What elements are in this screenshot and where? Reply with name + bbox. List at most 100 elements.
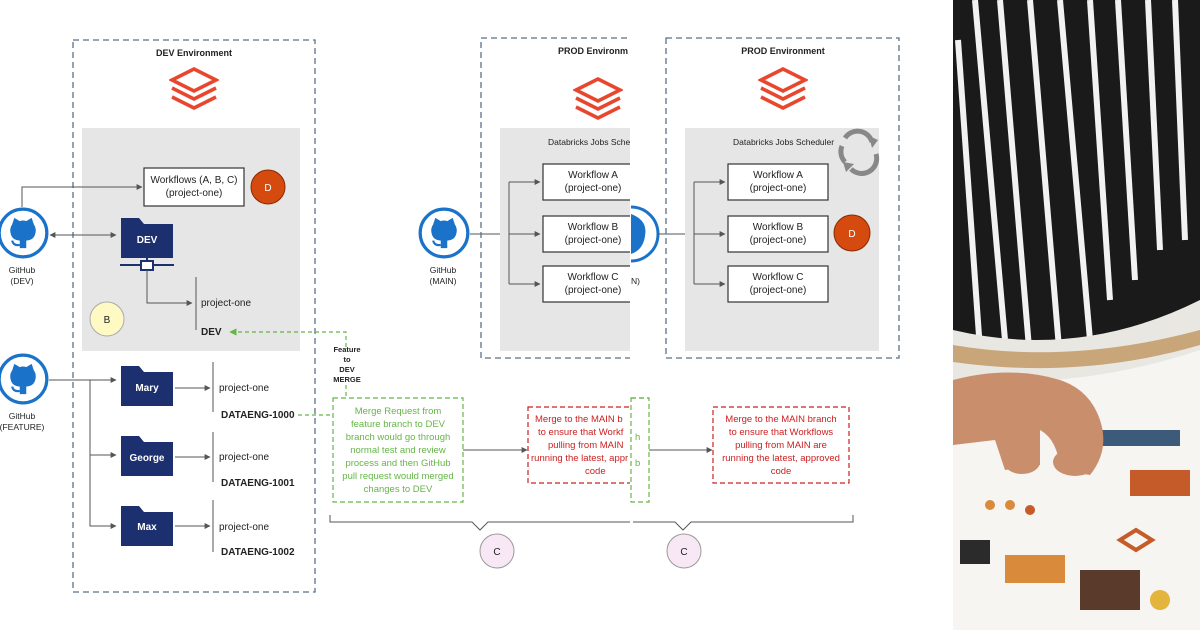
workflows-box-line-1: Workflows (A, B, C) bbox=[150, 175, 237, 186]
dev-environment: DEV Environment Workflows (A, B, C) (pro… bbox=[72, 39, 316, 593]
github-icon bbox=[418, 207, 470, 259]
prod-env-2-title: PROD Environment bbox=[741, 46, 825, 56]
prod-env-1-title: PROD Environm bbox=[558, 46, 628, 56]
github-icon bbox=[0, 207, 49, 259]
badge-c-2-label: C bbox=[680, 547, 687, 558]
merge-label: Feature to DEV MERGE bbox=[333, 345, 361, 384]
feature-branch-max[interactable]: Max project-one DATAENG-1002 bbox=[121, 500, 295, 558]
workflow-name: Workflow A bbox=[568, 170, 618, 181]
workflow-name: Workflow B bbox=[568, 222, 619, 233]
prod-1-note-line-4: running the latest, appr bbox=[531, 453, 628, 464]
prod-2-note-line-2: to ensure that Workflows bbox=[729, 427, 834, 438]
partial-overlap-layer: N) h b bbox=[630, 205, 660, 503]
merge-note-line-5: process and then GitHub bbox=[345, 458, 450, 469]
folder-label-george: George bbox=[129, 453, 164, 464]
workflow-name: Workflow C bbox=[753, 272, 804, 283]
prod-2-note-line-5: code bbox=[771, 466, 792, 477]
workflow-project: (project-one) bbox=[750, 285, 807, 296]
prod-1-workflow-c[interactable]: Workflow C (project-one) bbox=[542, 265, 643, 303]
merge-label-4: MERGE bbox=[333, 375, 361, 384]
prod-1-workflow-b[interactable]: Workflow B (project-one) bbox=[542, 215, 643, 253]
merge-label-2: to bbox=[343, 355, 350, 364]
prod-2-note-line-3: pulling from MAIN are bbox=[735, 440, 827, 451]
github-dev-label-1: GitHub bbox=[9, 265, 36, 275]
badge-b-label: B bbox=[104, 315, 111, 326]
merge-arrow bbox=[229, 328, 347, 347]
hand bbox=[953, 372, 1104, 476]
workflows-box-line-2: (project-one) bbox=[166, 188, 223, 199]
prod-1-workflow-a[interactable]: Workflow A (project-one) bbox=[542, 163, 643, 201]
dev-project-label: project-one bbox=[201, 298, 251, 309]
folder-label-max: Max bbox=[137, 522, 157, 533]
prod-2-workflow-b[interactable]: Workflow B (project-one) bbox=[727, 215, 829, 253]
merge-note-line-7: changes to DEV bbox=[364, 484, 433, 495]
network-icon bbox=[120, 258, 174, 271]
partial-note-char-1: h bbox=[635, 432, 640, 443]
badge-c-1 bbox=[479, 533, 515, 569]
prod-2-workflow-c[interactable]: Workflow C (project-one) bbox=[727, 265, 829, 303]
merge-note-line-1: Merge Request from bbox=[355, 406, 442, 417]
databricks-logo-icon bbox=[574, 77, 622, 120]
badge-d-dev bbox=[250, 169, 286, 205]
merge-note-line-2: feature branch to DEV bbox=[351, 419, 446, 430]
databricks-logo-icon bbox=[759, 67, 807, 110]
prod-2-note-line-1: Merge to the MAIN branch bbox=[725, 414, 836, 425]
badge-d-dev-label: D bbox=[264, 183, 271, 194]
github-main-partial-label: N) bbox=[631, 276, 640, 286]
prod-1-note-line-2: to ensure that Workf bbox=[538, 427, 624, 438]
feature-branch-mary[interactable]: Mary project-one DATAENG-1000 bbox=[121, 362, 295, 421]
branch-label-max: DATAENG-1002 bbox=[221, 547, 295, 558]
merge-note-line-4: normal test and review bbox=[350, 445, 446, 456]
merge-note-line-3: branch would go through bbox=[346, 432, 451, 443]
project-label-max: project-one bbox=[219, 522, 269, 533]
github-dev-label-2: (DEV) bbox=[10, 276, 33, 286]
badge-c-1-label: C bbox=[493, 547, 500, 558]
prod-2-workflow-a[interactable]: Workflow A (project-one) bbox=[727, 163, 829, 201]
prod-environment-2: PROD Environment Databricks Jobs Schedul… bbox=[665, 37, 900, 359]
branch-label-george: DATAENG-1001 bbox=[221, 478, 295, 489]
workflow-project: (project-one) bbox=[565, 285, 622, 296]
workflow-name: Workflow A bbox=[753, 170, 803, 181]
badge-c-2 bbox=[666, 533, 702, 569]
prod-2-note: Merge to the MAIN branch to ensure that … bbox=[712, 406, 850, 484]
github-main[interactable]: GitHub (MAIN) bbox=[418, 207, 470, 286]
github-feature-label-2: (FEATURE) bbox=[0, 422, 45, 432]
workflow-project: (project-one) bbox=[565, 235, 622, 246]
workflow-project: (project-one) bbox=[565, 183, 622, 194]
folder-label-mary: Mary bbox=[135, 383, 159, 394]
badge-d-prod-label: D bbox=[848, 229, 855, 240]
prod-1-note-line-1: Merge to the MAIN b bbox=[535, 414, 623, 425]
partial-note-char-2: b bbox=[635, 458, 640, 469]
striped-sleeve bbox=[955, 0, 1188, 361]
merge-label-3: DEV bbox=[339, 365, 354, 374]
prod-1-note-line-5: code bbox=[585, 466, 606, 477]
github-main-label-1: GitHub bbox=[430, 265, 457, 275]
workflow-project: (project-one) bbox=[750, 235, 807, 246]
badge-d-prod bbox=[833, 214, 871, 252]
refresh-icon bbox=[838, 128, 880, 176]
github-feature[interactable]: GitHub (FEATURE) bbox=[0, 353, 49, 432]
github-main-label-2: (MAIN) bbox=[430, 276, 457, 286]
prod-2-note-line-4: running the latest, approved bbox=[722, 453, 840, 464]
github-icon bbox=[0, 353, 49, 405]
prod-environment-1: PROD Environm Databricks Jobs Schedu Wor… bbox=[480, 37, 643, 484]
prod-env-1-scheduler: Databricks Jobs Schedu bbox=[548, 137, 640, 147]
prod-env-2-scheduler: Databricks Jobs Scheduler bbox=[733, 137, 834, 147]
workflows-box[interactable] bbox=[143, 167, 245, 207]
github-feature-label-1: GitHub bbox=[9, 411, 36, 421]
github-dev[interactable]: GitHub (DEV) bbox=[0, 207, 49, 286]
feature-branch-george[interactable]: George project-one DATAENG-1001 bbox=[121, 432, 295, 489]
merge-label-1: Feature bbox=[333, 345, 360, 354]
prod-1-note-line-3: pulling from MAIN bbox=[548, 440, 624, 451]
dev-folder-label: DEV bbox=[137, 235, 158, 246]
photo-panel bbox=[953, 0, 1200, 630]
dev-branch-label: DEV bbox=[201, 327, 222, 338]
project-label-george: project-one bbox=[219, 452, 269, 463]
workflow-name: Workflow C bbox=[568, 272, 619, 283]
dev-env-title: DEV Environment bbox=[156, 48, 232, 58]
databricks-logo-icon bbox=[170, 67, 218, 110]
branch-label-mary: DATAENG-1000 bbox=[221, 410, 295, 421]
workflow-project: (project-one) bbox=[750, 183, 807, 194]
merge-request-note: Merge Request from feature branch to DEV… bbox=[332, 397, 464, 503]
prod-1-note: Merge to the MAIN b to ensure that Workf… bbox=[527, 406, 630, 484]
